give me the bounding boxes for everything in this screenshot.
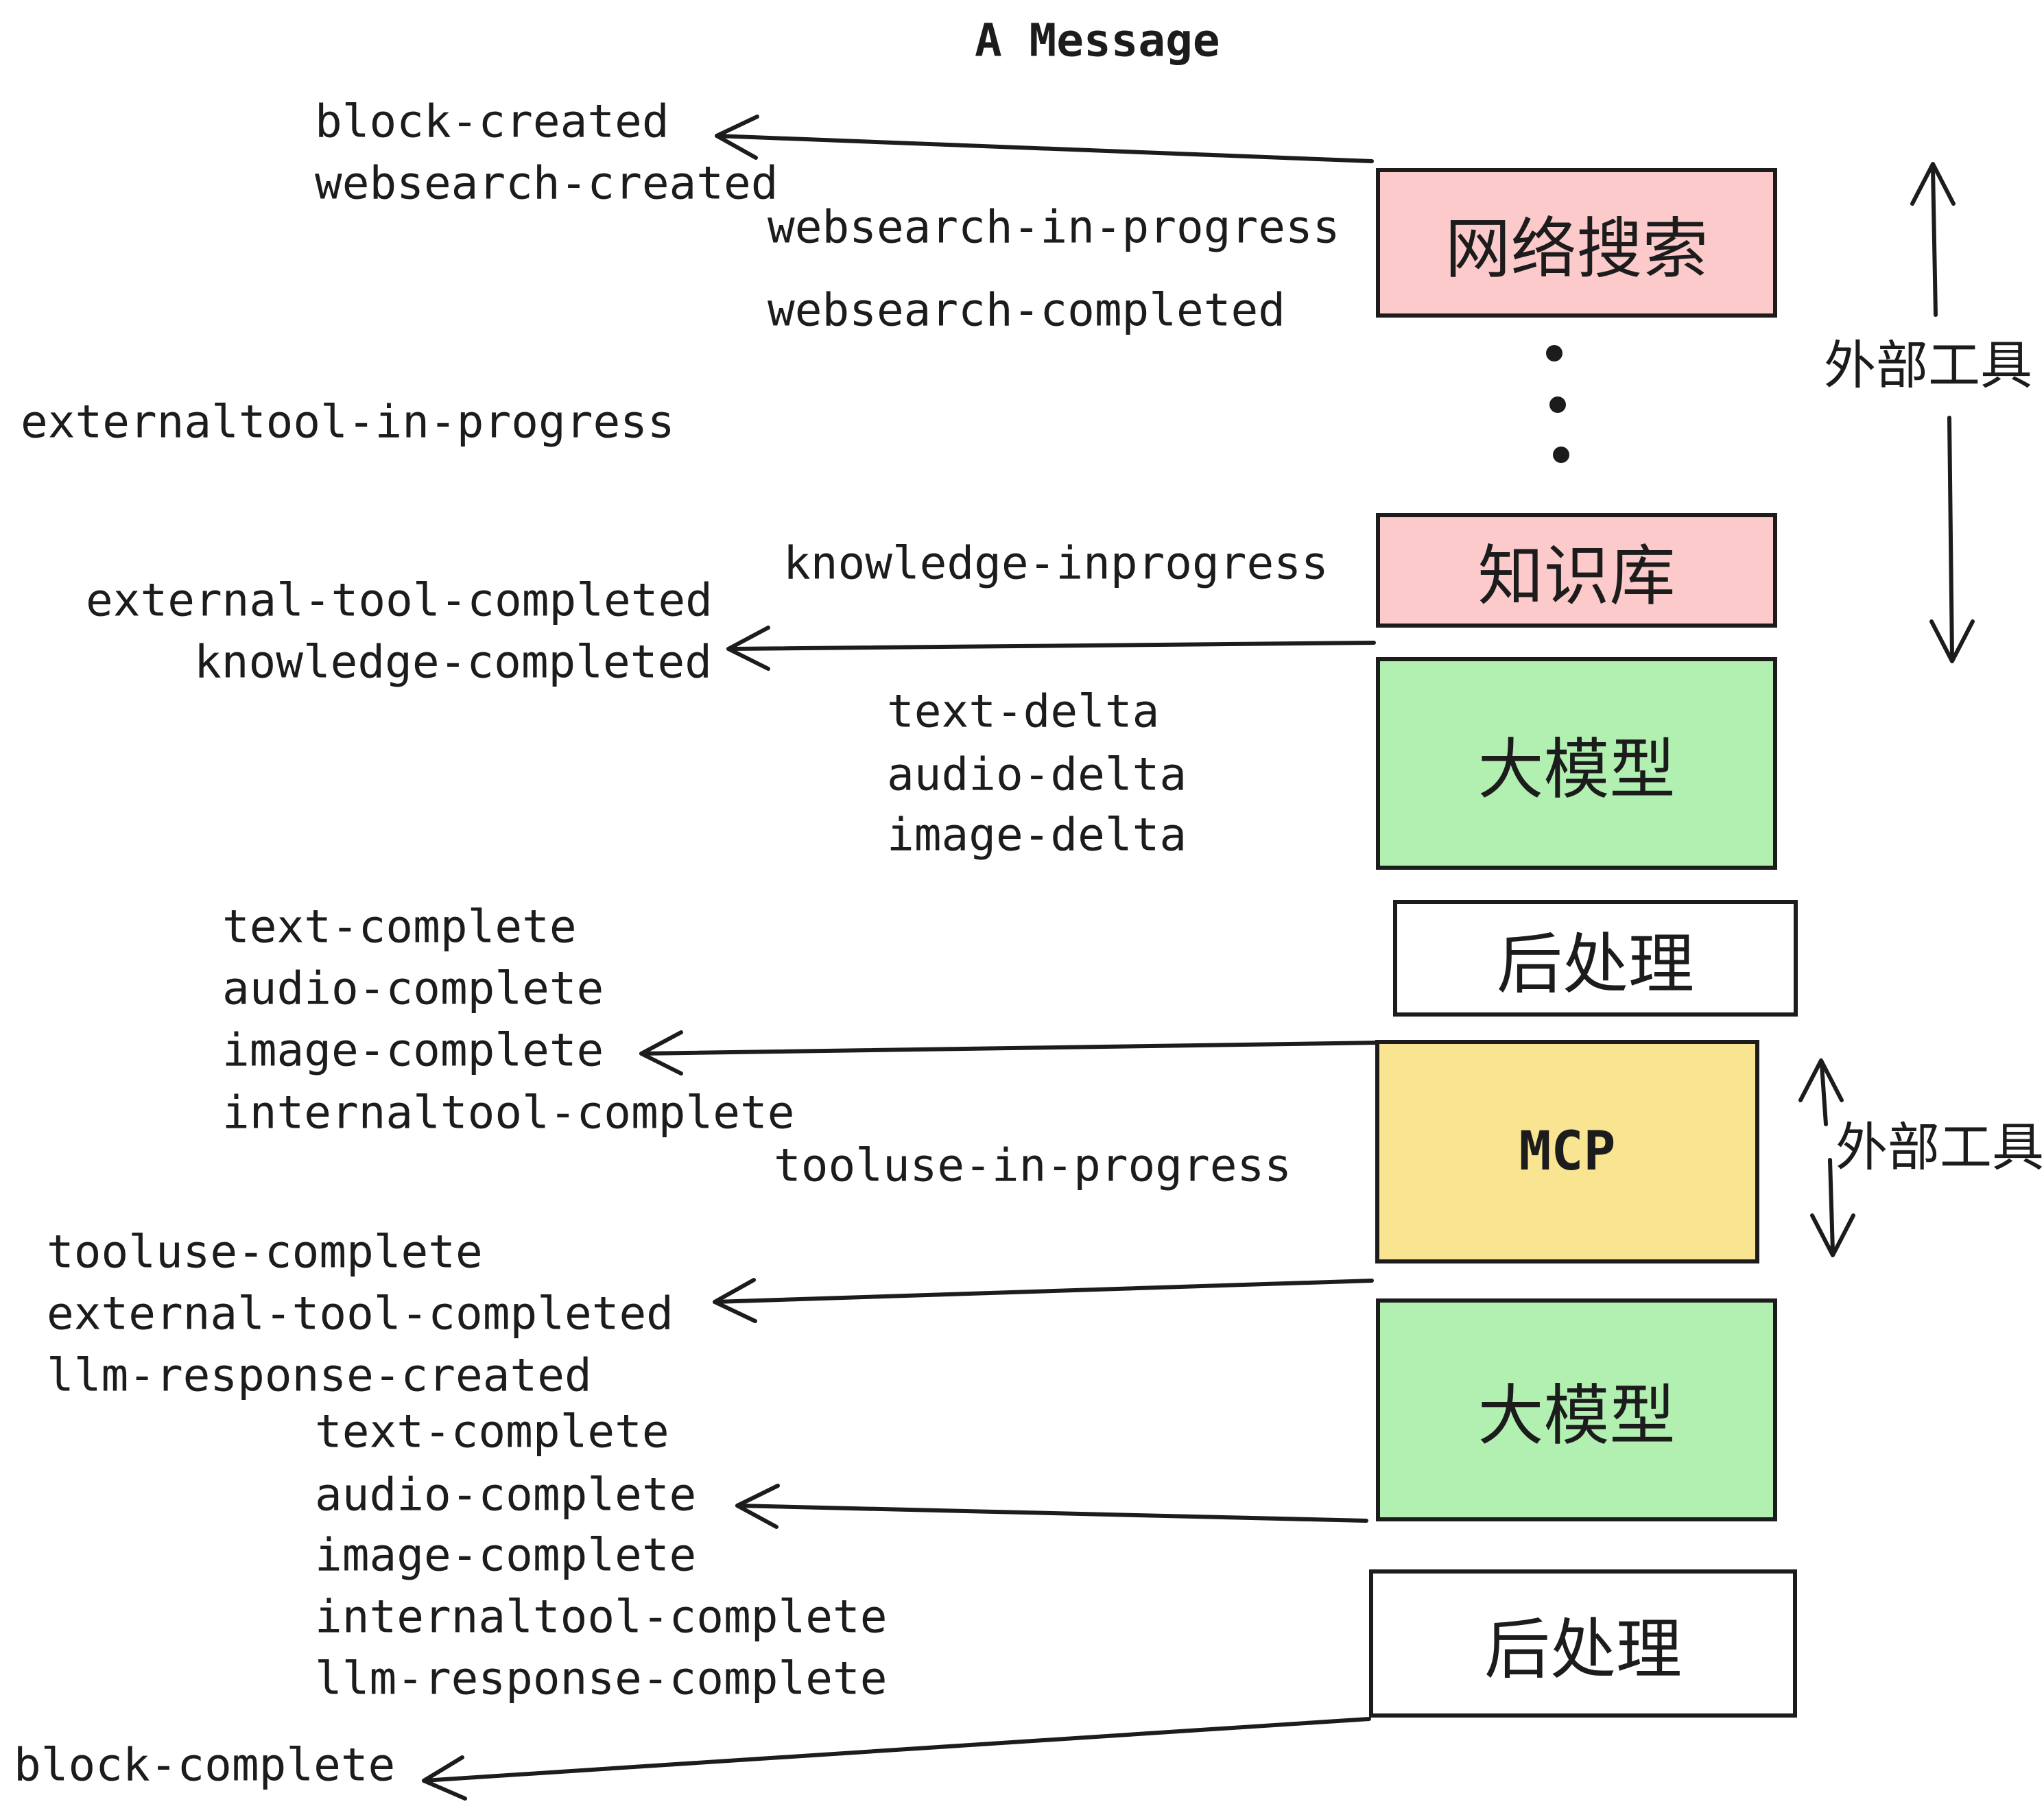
box-websearch-label: 网络搜索 — [1445, 212, 1709, 286]
event-audio-delta-1: audio-delta — [887, 748, 1187, 801]
event-external-tool-completed-1: external-tool-completed — [86, 573, 713, 627]
event-llm-response-created: llm-response-created — [47, 1349, 592, 1402]
double-arrow-external-tools-bottom — [1798, 1058, 1855, 1257]
diagram-title: A Message — [975, 14, 1220, 67]
external-tools-label-bottom: 外部工具 — [1835, 1119, 2044, 1177]
event-llm-response-complete: llm-response-complete — [315, 1652, 888, 1705]
arrow-to-block-created — [715, 115, 1374, 163]
event-knowledge-completed: knowledge-completed — [194, 635, 712, 689]
event-block-created: block-created — [315, 95, 669, 148]
external-tools-label-top: 外部工具 — [1824, 337, 2032, 395]
event-block-complete: block-complete — [14, 1738, 396, 1792]
arrow-to-image-complete — [639, 1030, 1382, 1076]
event-external-tool-completed-2: external-tool-completed — [47, 1287, 674, 1340]
event-internaltool-complete-1: internaltool-complete — [222, 1086, 795, 1139]
box-postprocess-2-label: 后处理 — [1484, 1613, 1682, 1687]
box-llm-2-label: 大模型 — [1477, 1379, 1676, 1453]
box-knowledge: 知识库 — [1376, 513, 1777, 628]
event-text-complete-1: text-complete — [222, 900, 577, 953]
event-text-complete-2: text-complete — [315, 1405, 669, 1458]
event-audio-complete-2: audio-complete — [315, 1468, 697, 1521]
box-llm-2: 大模型 — [1376, 1298, 1777, 1521]
event-websearch-created: websearch-created — [315, 156, 779, 210]
event-image-delta-1: image-delta — [887, 808, 1187, 862]
event-text-delta-1: text-delta — [887, 685, 1160, 738]
event-websearch-completed: websearch-completed — [768, 283, 1285, 337]
arrow-to-knowledge-completed — [726, 626, 1376, 671]
box-mcp: MCP — [1375, 1040, 1759, 1263]
event-tooluse-complete: tooluse-complete — [47, 1225, 483, 1279]
event-image-complete-2: image-complete — [315, 1528, 697, 1582]
box-mcp-label: MCP — [1519, 1121, 1616, 1183]
event-tooluse-in-progress: tooluse-in-progress — [774, 1139, 1292, 1192]
event-internaltool-complete-2: internaltool-complete — [315, 1590, 888, 1643]
arrow-to-block-complete — [422, 1717, 1371, 1801]
event-websearch-in-progress: websearch-in-progress — [768, 200, 1340, 254]
event-image-complete-1: image-complete — [222, 1023, 604, 1077]
event-externaltool-in-progress: externaltool-in-progress — [21, 395, 675, 449]
event-knowledge-inprogress: knowledge-inprogress — [783, 536, 1329, 590]
double-arrow-external-tools-top — [1910, 162, 1975, 663]
arrow-to-tooluse-complete — [713, 1278, 1374, 1323]
box-knowledge-label: 知识库 — [1477, 540, 1676, 613]
box-llm-1-label: 大模型 — [1477, 733, 1676, 807]
event-audio-complete-1: audio-complete — [222, 962, 604, 1015]
box-postprocess-2: 后处理 — [1369, 1569, 1797, 1718]
arrow-to-audio-complete — [735, 1484, 1368, 1529]
box-llm-1: 大模型 — [1376, 657, 1777, 870]
vertical-ellipsis — [1546, 345, 1569, 463]
box-postprocess-1: 后处理 — [1393, 900, 1798, 1017]
box-postprocess-1-label: 后处理 — [1497, 927, 1694, 1001]
box-websearch: 网络搜索 — [1376, 168, 1777, 318]
